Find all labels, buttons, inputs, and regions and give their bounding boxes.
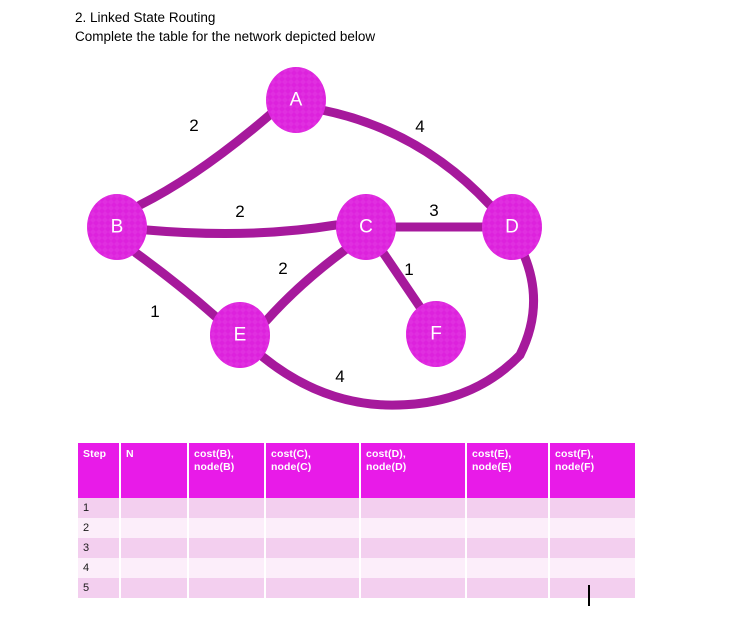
table-header: Step N cost(B), node(B) cost(C), node(C)… bbox=[78, 443, 635, 498]
cell-d[interactable] bbox=[360, 498, 467, 518]
cell-f[interactable] bbox=[549, 538, 635, 558]
column-header-step: Step bbox=[78, 443, 121, 498]
network-graph-figure: A B C D E F 2 4 2 3 2 1 1 4 bbox=[0, 55, 620, 425]
edge-label-b-c: 2 bbox=[235, 202, 245, 221]
cell-step[interactable]: 2 bbox=[78, 518, 121, 538]
cell-b[interactable] bbox=[188, 518, 266, 538]
node-e-shape[interactable] bbox=[210, 302, 270, 368]
edge-a-d bbox=[317, 105, 495, 210]
column-header-n: N bbox=[120, 443, 189, 498]
page-heading: 2. Linked State Routing Complete the tab… bbox=[75, 8, 635, 46]
edge-e-d bbox=[258, 250, 539, 410]
column-header-cost-e-line1: cost(E), bbox=[472, 448, 512, 460]
column-header-cost-b: cost(B), node(B) bbox=[188, 443, 266, 498]
column-header-cost-f-line1: cost(F), bbox=[555, 448, 594, 460]
edge-label-c-f: 1 bbox=[404, 260, 414, 279]
cell-e[interactable] bbox=[466, 518, 550, 538]
edge-b-e bbox=[131, 248, 221, 322]
cell-n[interactable] bbox=[120, 538, 189, 558]
column-header-cost-c-line2: node(C) bbox=[271, 460, 312, 473]
node-b-label: B bbox=[111, 217, 124, 238]
table-row[interactable]: 5 bbox=[78, 578, 635, 598]
node-b-shape[interactable] bbox=[87, 194, 147, 260]
table-row[interactable]: 1 bbox=[78, 498, 635, 518]
routing-table[interactable]: Step N cost(B), node(B) cost(C), node(C)… bbox=[78, 443, 635, 598]
cell-n[interactable] bbox=[120, 558, 189, 578]
cell-c[interactable] bbox=[265, 578, 361, 598]
node-d-label: D bbox=[505, 217, 519, 238]
cell-b[interactable] bbox=[188, 538, 266, 558]
node-a-label: A bbox=[290, 90, 303, 111]
graph-edges bbox=[131, 105, 539, 410]
cell-f[interactable] bbox=[549, 578, 635, 598]
edge-b-c bbox=[142, 220, 341, 238]
node-e-label: E bbox=[234, 325, 247, 346]
node-f-label: F bbox=[430, 324, 442, 345]
column-header-n-line1: N bbox=[126, 448, 134, 460]
column-header-cost-d-line1: cost(D), bbox=[366, 448, 406, 460]
cell-n[interactable] bbox=[120, 578, 189, 598]
cell-b[interactable] bbox=[188, 578, 266, 598]
cell-e[interactable] bbox=[466, 538, 550, 558]
cell-step[interactable]: 3 bbox=[78, 538, 121, 558]
column-header-cost-b-line2: node(B) bbox=[194, 460, 235, 473]
cell-c[interactable] bbox=[265, 518, 361, 538]
page-subtitle: Complete the table for the network depic… bbox=[75, 29, 376, 44]
table-row[interactable]: 2 bbox=[78, 518, 635, 538]
edge-label-a-d: 4 bbox=[415, 117, 425, 136]
table-row[interactable]: 3 bbox=[78, 538, 635, 558]
edge-label-c-d: 3 bbox=[429, 201, 439, 220]
table-row[interactable]: 4 bbox=[78, 558, 635, 578]
column-header-cost-e-line2: node(E) bbox=[472, 460, 512, 473]
cell-b[interactable] bbox=[188, 498, 266, 518]
page-title: 2. Linked State Routing bbox=[75, 10, 216, 25]
cell-c[interactable] bbox=[265, 558, 361, 578]
column-header-cost-c-line1: cost(C), bbox=[271, 448, 311, 460]
edge-b-a bbox=[135, 108, 277, 210]
column-header-cost-e: cost(E), node(E) bbox=[466, 443, 550, 498]
cell-c[interactable] bbox=[265, 538, 361, 558]
column-header-cost-f: cost(F), node(F) bbox=[549, 443, 635, 498]
cell-f[interactable] bbox=[549, 518, 635, 538]
node-f-shape[interactable] bbox=[406, 301, 466, 367]
cell-d[interactable] bbox=[360, 518, 467, 538]
edge-c-f bbox=[377, 246, 425, 312]
table-body: 1 2 3 4 bbox=[78, 498, 635, 598]
edge-label-b-e: 1 bbox=[150, 302, 160, 321]
column-header-cost-d: cost(D), node(D) bbox=[360, 443, 467, 498]
cell-e[interactable] bbox=[466, 558, 550, 578]
column-header-cost-b-line1: cost(B), bbox=[194, 448, 234, 460]
column-header-step-line1: Step bbox=[83, 448, 107, 460]
node-a-shape[interactable] bbox=[266, 67, 326, 133]
node-c-shape[interactable] bbox=[336, 194, 396, 260]
edge-label-e-d: 4 bbox=[335, 367, 345, 386]
cell-d[interactable] bbox=[360, 558, 467, 578]
column-header-cost-c: cost(C), node(C) bbox=[265, 443, 361, 498]
column-header-cost-f-line2: node(F) bbox=[555, 460, 595, 473]
cell-e[interactable] bbox=[466, 578, 550, 598]
cell-b[interactable] bbox=[188, 558, 266, 578]
cell-n[interactable] bbox=[120, 518, 189, 538]
node-d-shape[interactable] bbox=[482, 194, 542, 260]
cell-n[interactable] bbox=[120, 498, 189, 518]
cell-step[interactable]: 5 bbox=[78, 578, 121, 598]
cell-c[interactable] bbox=[265, 498, 361, 518]
column-header-cost-d-line2: node(D) bbox=[366, 460, 407, 473]
cell-e[interactable] bbox=[466, 498, 550, 518]
edge-c-e bbox=[261, 245, 350, 326]
node-c-label: C bbox=[359, 217, 373, 238]
table-header-row: Step N cost(B), node(B) cost(C), node(C)… bbox=[78, 443, 635, 498]
cell-f[interactable] bbox=[549, 558, 635, 578]
cell-f[interactable] bbox=[549, 498, 635, 518]
cell-d[interactable] bbox=[360, 578, 467, 598]
cell-step[interactable]: 4 bbox=[78, 558, 121, 578]
cell-step[interactable]: 1 bbox=[78, 498, 121, 518]
edge-label-b-a: 2 bbox=[189, 116, 199, 135]
edge-label-c-e: 2 bbox=[278, 259, 288, 278]
cell-d[interactable] bbox=[360, 538, 467, 558]
graph-nodes: A B C D E F bbox=[87, 67, 542, 368]
network-graph-svg: A B C D E F bbox=[87, 67, 542, 410]
text-cursor-caret bbox=[588, 585, 590, 606]
